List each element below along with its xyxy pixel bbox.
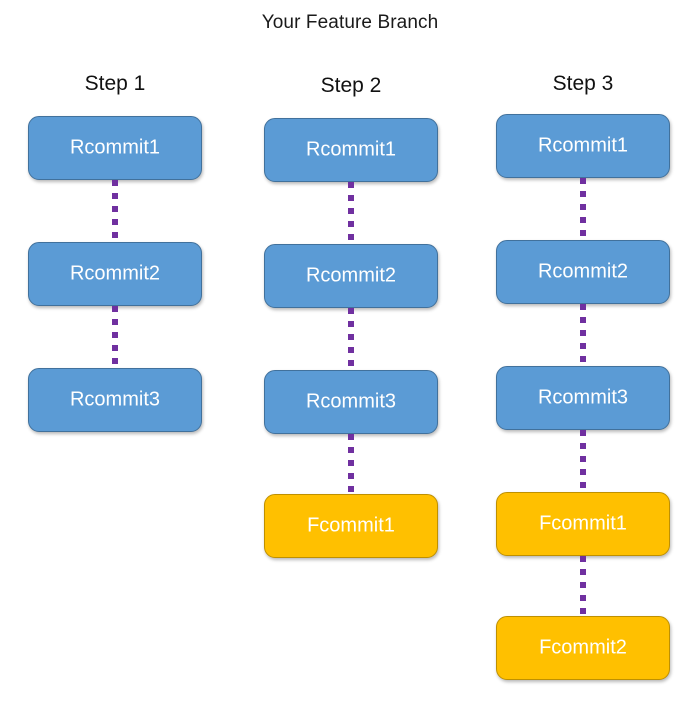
commit-node-label: Rcommit3 bbox=[69, 388, 160, 411]
commit-connector bbox=[112, 306, 118, 368]
commit-node-label: Rcommit2 bbox=[305, 264, 396, 287]
commit-connector bbox=[348, 308, 354, 370]
commit-node-label: Fcommit1 bbox=[539, 512, 627, 535]
commit-node-rcommit3[interactable]: Rcommit3 bbox=[28, 368, 202, 432]
commit-node-fcommit2[interactable]: Fcommit2 bbox=[496, 616, 670, 680]
commit-node-label: Rcommit1 bbox=[537, 134, 628, 157]
commit-connector bbox=[580, 556, 586, 616]
commit-connector bbox=[580, 430, 586, 492]
commit-connector bbox=[580, 178, 586, 240]
commit-node-label: Rcommit2 bbox=[69, 262, 160, 285]
commit-connector bbox=[348, 434, 354, 494]
commit-node-label: Rcommit3 bbox=[537, 386, 628, 409]
commit-node-label: Rcommit3 bbox=[305, 390, 396, 413]
commit-node-label: Rcommit2 bbox=[537, 260, 628, 283]
commit-connector bbox=[348, 182, 354, 244]
commit-node-rcommit2[interactable]: Rcommit2 bbox=[264, 244, 438, 308]
commit-node-fcommit1[interactable]: Fcommit1 bbox=[496, 492, 670, 556]
commit-connector bbox=[580, 304, 586, 366]
commit-node-rcommit3[interactable]: Rcommit3 bbox=[264, 370, 438, 434]
page-title: Your Feature Branch bbox=[261, 12, 439, 33]
commit-node-label: Rcommit1 bbox=[69, 136, 160, 159]
commit-node-rcommit2[interactable]: Rcommit2 bbox=[496, 240, 670, 304]
commit-node-rcommit2[interactable]: Rcommit2 bbox=[28, 242, 202, 306]
commit-node-rcommit3[interactable]: Rcommit3 bbox=[496, 366, 670, 430]
commit-node-label: Fcommit1 bbox=[307, 514, 395, 537]
commit-node-rcommit1[interactable]: Rcommit1 bbox=[264, 118, 438, 182]
commit-connector bbox=[112, 180, 118, 242]
column-title-step-1: Step 1 bbox=[84, 72, 146, 95]
commit-node-label: Rcommit1 bbox=[305, 138, 396, 161]
commit-node-rcommit1[interactable]: Rcommit1 bbox=[28, 116, 202, 180]
column-title-step-3: Step 3 bbox=[552, 72, 614, 95]
commit-node-rcommit1[interactable]: Rcommit1 bbox=[496, 114, 670, 178]
column-title-step-2: Step 2 bbox=[320, 74, 382, 97]
commit-node-fcommit1[interactable]: Fcommit1 bbox=[264, 494, 438, 558]
commit-node-label: Fcommit2 bbox=[539, 636, 627, 659]
